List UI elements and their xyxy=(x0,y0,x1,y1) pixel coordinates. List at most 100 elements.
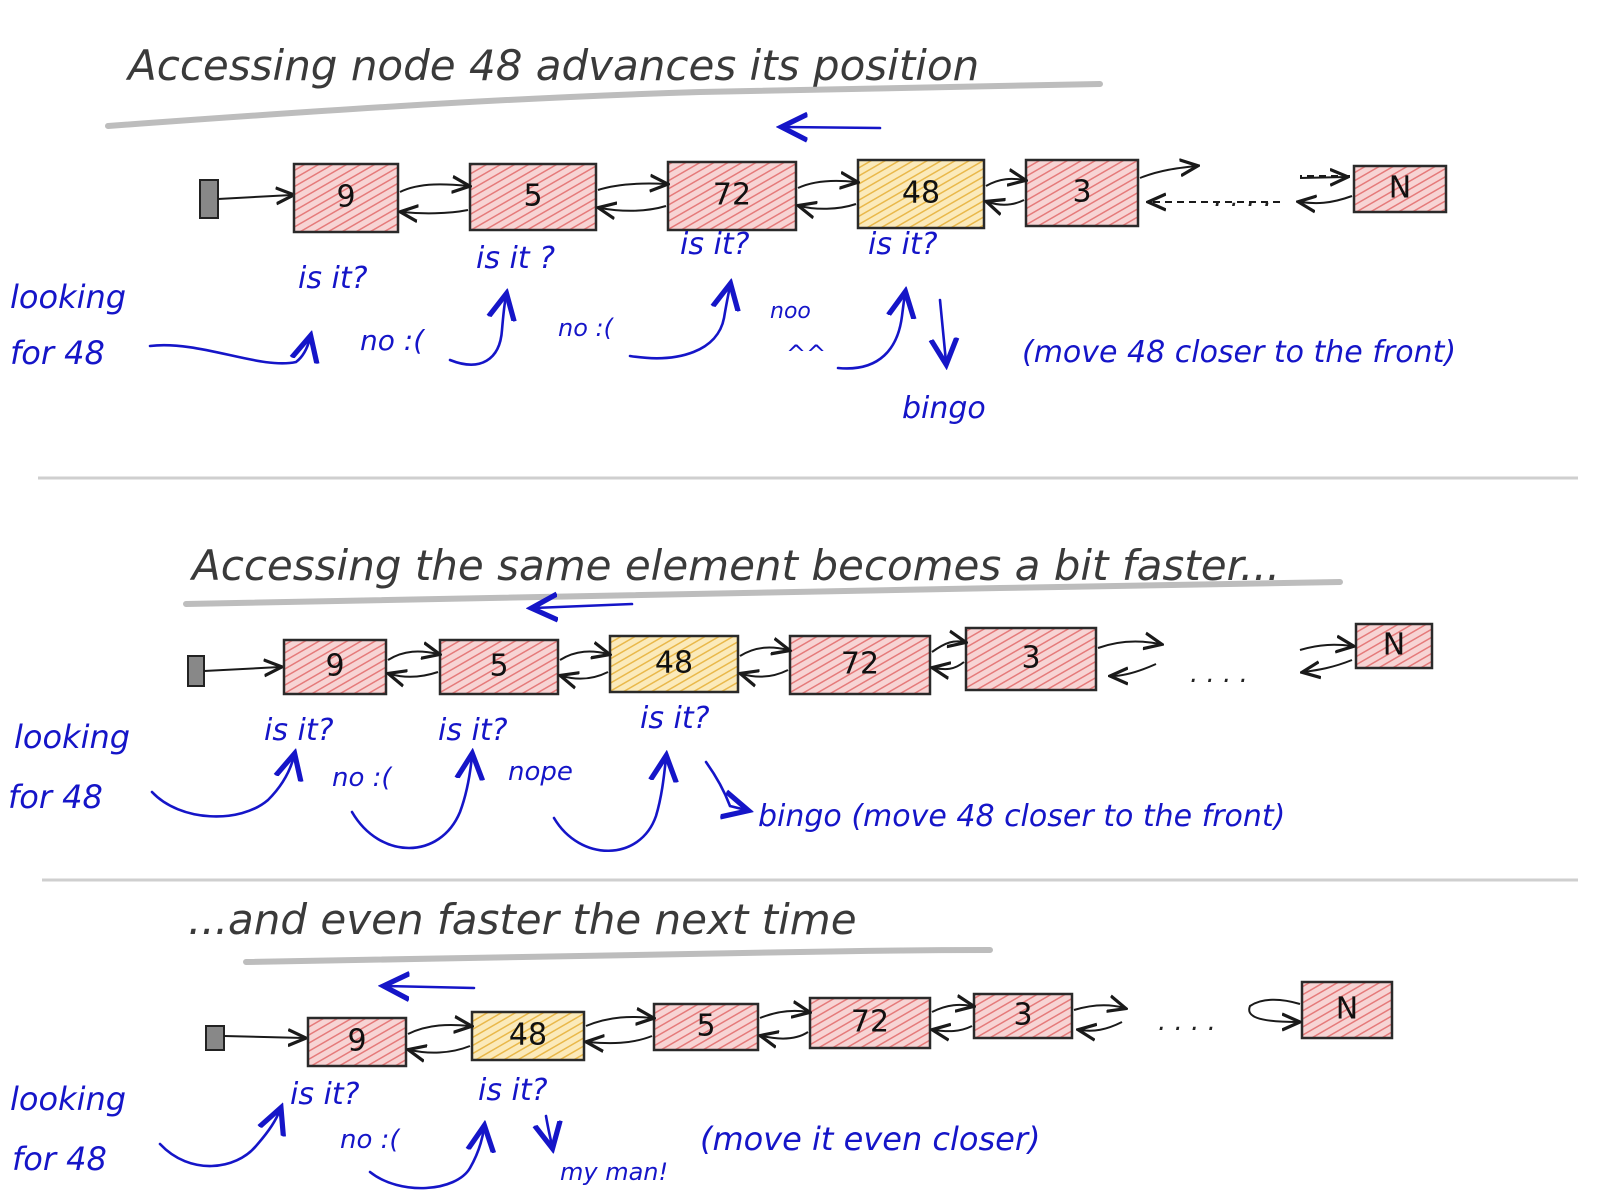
panel-1-reply-2-arrow xyxy=(628,286,730,360)
panel-3: ...and even faster the next time 9 48 5 … xyxy=(10,895,1394,1190)
panel-3-looking-line-2: for 48 xyxy=(12,1140,107,1178)
panel-3-head-link xyxy=(223,1036,304,1038)
panel-3-node-3-value: 5 xyxy=(696,1009,715,1044)
panel-1-node-6-value: N xyxy=(1389,171,1411,206)
panel-3-looking-arrow xyxy=(158,1110,280,1168)
panel-2-move-arrow xyxy=(534,604,634,608)
panel-2-title: Accessing the same element becomes a bit… xyxy=(189,541,1280,590)
panel-1-node-5-value: 3 xyxy=(1072,175,1091,210)
panel-1-reply-2: no :( xyxy=(558,314,615,342)
panel-3-reply-2: my man! xyxy=(560,1158,668,1186)
panel-2-bingo-arrow xyxy=(704,760,746,810)
panel-2-head-pointer xyxy=(187,655,205,687)
panel-3-title-underline xyxy=(243,947,993,965)
panel-2-links xyxy=(388,641,1352,678)
panel-2-looking-line-1: looking xyxy=(14,718,130,756)
panel-1-question-3: is it? xyxy=(680,227,750,262)
panel-3-move-arrow xyxy=(386,986,476,988)
panel-2-node-3: 48 xyxy=(608,634,740,694)
panel-1-bingo-arrow xyxy=(940,298,946,362)
panel-1-reply-4: ^^ xyxy=(786,340,826,368)
panel-3-question-2: is it? xyxy=(478,1073,548,1108)
panel-3-reply-1-arrow xyxy=(368,1128,484,1190)
panel-1-node-5: 3 xyxy=(1024,158,1140,228)
panel-1-looking-arrow xyxy=(148,338,310,365)
panel-1-node-1: 9 xyxy=(292,162,400,234)
panel-2-node-2-value: 5 xyxy=(489,649,508,684)
panel-1-node-2-value: 5 xyxy=(523,179,542,214)
panel-1-question-2: is it ? xyxy=(476,241,555,276)
panel-2-reply-1-arrow xyxy=(350,756,472,850)
panel-3-reply-1: no :( xyxy=(340,1125,401,1155)
panel-2-node-1: 9 xyxy=(282,638,388,696)
panel-3-my-man-arrow xyxy=(546,1114,552,1146)
panel-1-question-4: is it? xyxy=(868,227,938,262)
panel-3-node-2-value: 48 xyxy=(509,1018,547,1053)
panel-2-node-4-value: 72 xyxy=(841,647,879,682)
panel-1-reply-4-arrow xyxy=(836,294,905,370)
panel-2-node-2: 5 xyxy=(438,638,560,696)
panel-1-title: Accessing node 48 advances its position xyxy=(125,41,979,90)
panel-2-looking-line-2: for 48 xyxy=(8,778,103,816)
panel-1-node-4-value: 48 xyxy=(902,176,940,211)
panel-2-question-1: is it? xyxy=(264,713,334,748)
panel-2: Accessing the same element becomes a bit… xyxy=(8,541,1434,852)
panel-3-head-pointer xyxy=(205,1025,225,1051)
panel-1-move-arrow xyxy=(784,127,882,128)
panel-2-node-6: N xyxy=(1354,622,1434,670)
panel-2-node-1-value: 9 xyxy=(325,649,344,684)
panel-1-looking-line-2: for 48 xyxy=(10,334,105,372)
panel-1-looking-line-1: looking xyxy=(10,278,126,316)
panel-3-ellipsis: . . . . xyxy=(1158,1007,1216,1037)
panel-3-title: ...and even faster the next time xyxy=(188,895,857,944)
panel-1-node-4: 48 xyxy=(856,158,986,230)
panel-3-looking-line-1: looking xyxy=(10,1080,126,1118)
panel-3-remark: (move it even closer) xyxy=(700,1120,1040,1158)
panel-1-question-1: is it? xyxy=(298,261,368,296)
panel-2-looking-arrow xyxy=(150,756,294,818)
panel-2-question-2: is it? xyxy=(438,713,508,748)
panel-3-node-6-value: N xyxy=(1336,992,1358,1027)
panel-2-node-4: 72 xyxy=(788,634,932,696)
panel-2-reply-2: nope xyxy=(508,757,573,787)
panel-3-node-6: N xyxy=(1300,980,1394,1040)
panel-1-node-2: 5 xyxy=(468,162,598,232)
panel-2-question-3: is it? xyxy=(640,701,710,736)
panel-3-node-1: 9 xyxy=(306,1016,408,1068)
panel-1-reply-1-arrow xyxy=(448,296,506,366)
panel-3-node-1-value: 9 xyxy=(347,1024,366,1059)
panel-2-head-link xyxy=(203,667,280,671)
panel-3-node-5-value: 3 xyxy=(1013,998,1032,1033)
panel-2-reply-2-arrow xyxy=(552,758,666,852)
panel-2-node-3-value: 48 xyxy=(655,646,693,681)
panel-2-reply-1: no :( xyxy=(332,763,393,793)
panel-1-head-link xyxy=(217,195,292,199)
panel-2-title-underline xyxy=(183,579,1343,607)
panel-1-node-1-value: 9 xyxy=(336,180,355,215)
panel-3-node-3: 5 xyxy=(652,1002,760,1052)
panel-1-node-3: 72 xyxy=(666,160,798,232)
panel-2-node-5: 3 xyxy=(964,626,1098,692)
panel-1-head-pointer xyxy=(199,179,219,219)
panel-3-node-2: 48 xyxy=(470,1010,586,1062)
panel-3-node-4-value: 72 xyxy=(851,1005,889,1040)
panel-3-node-5: 3 xyxy=(972,992,1074,1040)
panel-1-title-underline xyxy=(105,81,1103,129)
panel-2-ellipsis: . . . . xyxy=(1190,659,1248,689)
panel-1-reply-3: noo xyxy=(770,299,811,324)
panel-3-links xyxy=(408,1000,1300,1053)
panel-1-reply-1: no :( xyxy=(360,324,425,357)
panel-1-links xyxy=(400,166,1353,213)
panel-1-ellipsis: . . . . xyxy=(1214,183,1272,213)
panel-1-reply-5: bingo xyxy=(902,391,986,426)
panel-1-remark: (move 48 closer to the front) xyxy=(1022,335,1456,370)
panel-3-node-4: 72 xyxy=(808,996,932,1050)
panel-3-question-1: is it? xyxy=(290,1077,360,1112)
panel-2-remark: bingo (move 48 closer to the front) xyxy=(758,799,1285,834)
panel-1-node-3-value: 72 xyxy=(713,178,751,213)
panel-2-node-6-value: N xyxy=(1383,628,1405,663)
panel-2-node-5-value: 3 xyxy=(1021,641,1040,676)
panel-1: Accessing node 48 advances its position … xyxy=(10,41,1456,426)
panel-1-node-6: N xyxy=(1352,164,1448,214)
